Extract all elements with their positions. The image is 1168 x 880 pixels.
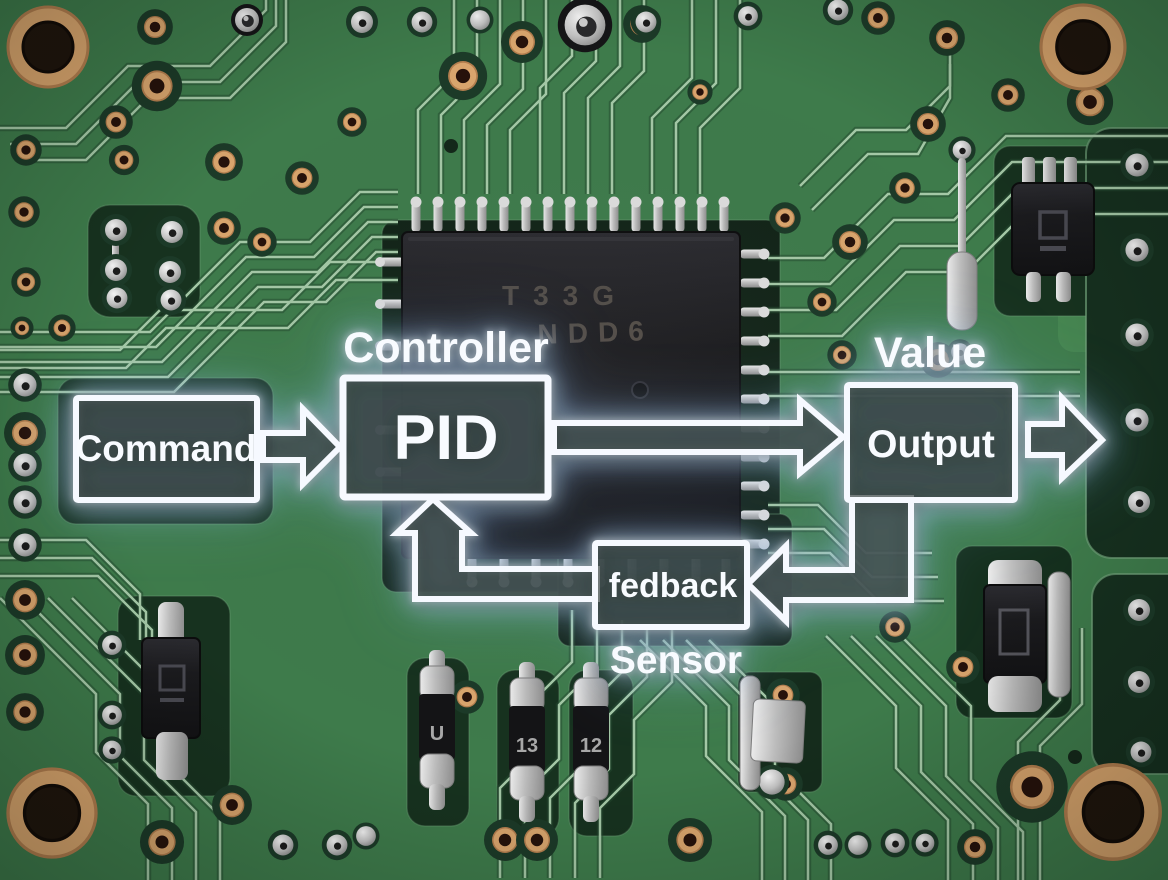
output-to-feedback-arrow: [743, 495, 914, 629]
output-box: [844, 382, 1018, 503]
command-to-pid-arrow: [260, 401, 345, 492]
command-label: Command: [76, 428, 257, 469]
value-label: Value: [874, 329, 986, 377]
output-exit-arrow: [1025, 390, 1107, 485]
feedback-box: [592, 540, 750, 630]
controller-label: Controller: [343, 324, 549, 372]
feedback-to-pid-arrow: [389, 494, 600, 602]
command-box: [73, 395, 260, 503]
sensor-label: Sensor: [610, 639, 742, 682]
feedback-label: fedback: [609, 567, 738, 605]
output-label: Output: [867, 423, 995, 466]
pid-to-output-arrow: [551, 393, 848, 480]
pid-label: PID: [393, 403, 498, 473]
pid-box: [339, 374, 552, 501]
